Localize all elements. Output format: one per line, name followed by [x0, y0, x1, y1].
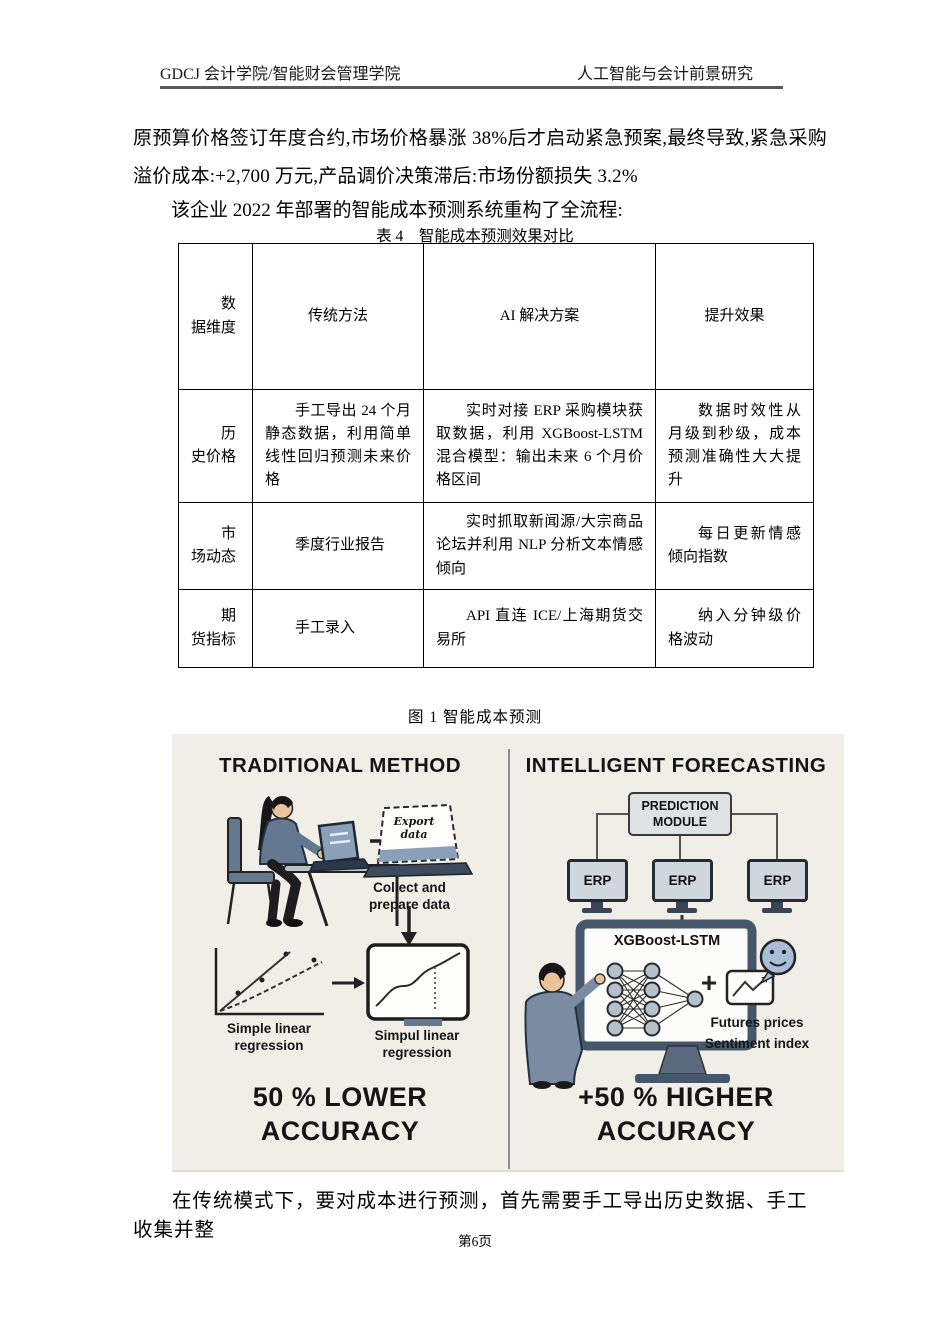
export-laptop-icon [362, 803, 474, 878]
regression-chart-icon [214, 948, 324, 1016]
prediction-module-box: PREDICTION MODULE [628, 792, 732, 836]
left-result-line2: ACCURACY [260, 1116, 420, 1146]
laptop-icon [308, 820, 372, 872]
cell-traditional: 季度行业报告 [252, 502, 424, 590]
cell-effect: 每日更新情感倾向指数 [655, 502, 814, 590]
export-data-screen-label: Export data [393, 815, 435, 841]
neural-network-icon [606, 962, 704, 1037]
futures-prices-label: Futures prices [710, 1015, 804, 1030]
header-doc-title: 人工智能与会计前景研究 [577, 66, 754, 83]
table-caption: 表 4 智能成本预测效果对比 [376, 228, 574, 245]
paragraph-traditional-mode: 在传统模式下，要对成本进行预测，首先需要手工导出历史数据、手工收集并整 [133, 1191, 808, 1241]
paragraph-system-intro: 该企业 2022 年部署的智能成本预测系统重构了全流程: [171, 200, 623, 221]
col-header-traditional: 传统方法 [252, 243, 424, 390]
cell-dimension: 期货指标 [178, 589, 253, 668]
page-number: 第6页 [458, 1234, 492, 1249]
table-row: 历史价格 手工导出 24 个月静态数据，利用简单线性回归预测未来价格 实时对接 … [178, 389, 814, 503]
cell-ai: 实时抓取新闻源/大宗商品论坛并利用 NLP 分析文本情感倾向 [423, 502, 656, 590]
paragraph-cost-overrun: 原预算价格签订年度合约,市场价格暴涨 38%后才启动紧急预案,最终导致,紧急采购… [133, 128, 827, 187]
down-arrow-icon [401, 906, 417, 946]
cell-dimension: 历史价格 [178, 389, 253, 503]
table-header-row: 数据维度 传统方法 AI 解决方案 提升效果 [178, 243, 814, 390]
figure-caption: 图 1 智能成本预测 [407, 709, 542, 726]
left-result-line1: 50 % LOWER [252, 1082, 428, 1112]
col-header-ai: AI 解决方案 [423, 243, 656, 390]
table-row: 市场动态 季度行业报告 实时抓取新闻源/大宗商品论坛并利用 NLP 分析文本情感… [178, 502, 814, 590]
table-row: 期货指标 手工录入 API 直连 ICE/上海期货交易所 纳入分钟级价格波动 [178, 589, 814, 668]
woman-at-laptop-icon [258, 795, 328, 927]
monitor-regression-label: Simpul linear regression [374, 1028, 460, 1060]
comparison-table: 数据维度 传统方法 AI 解决方案 提升效果 历史价格 手工导出 24 个月静态… [178, 243, 814, 668]
right-result-line1: +50 % HIGHER [578, 1082, 774, 1112]
cell-traditional: 手工录入 [252, 589, 424, 668]
erp-monitor: ERP [652, 859, 713, 902]
collect-data-label: Collect and prepare data [368, 880, 451, 912]
col-header-dimension: 数据维度 [178, 243, 253, 390]
right-panel-title: INTELLIGENT FORECASTING [525, 754, 827, 777]
sentiment-index-label: Sentiment index [704, 1036, 810, 1051]
right-result-line2: ACCURACY [596, 1116, 756, 1146]
intelligent-forecasting-illustration [524, 813, 797, 1089]
traditional-method-illustration [214, 795, 474, 1026]
model-name-label: XGBoost-LSTM [613, 933, 721, 949]
erp-monitor-stands [582, 900, 792, 913]
simple-regression-label: Simple linear regression [226, 1021, 312, 1053]
col-header-effect: 提升效果 [655, 243, 814, 390]
right-arrow-icon [332, 977, 365, 989]
erp-monitor: ERP [567, 859, 628, 902]
cell-ai: 实时对接 ERP 采购模块获取数据，利用 XGBoost-LSTM 混合模型：输… [423, 389, 656, 503]
erp-monitor: ERP [747, 859, 808, 902]
left-panel-title: TRADITIONAL METHOD [218, 754, 462, 777]
smiley-sentiment-icon [758, 938, 797, 986]
cell-effect: 纳入分钟级价格波动 [655, 589, 814, 668]
cell-dimension: 市场动态 [178, 502, 253, 590]
figure-illustration: TRADITIONAL METHOD INTELLIGENT FORECASTI… [172, 734, 844, 1172]
cell-traditional: 手工导出 24 个月静态数据，利用简单线性回归预测未来价格 [252, 389, 424, 503]
cell-ai: API 直连 ICE/上海期货交易所 [423, 589, 656, 668]
monitor-chart-icon [366, 943, 470, 1026]
header-school-name: GDCJ 会计学院/智能财会管理学院 [160, 66, 401, 83]
plus-sign: + [700, 967, 718, 998]
person-pointing-icon [524, 962, 606, 1089]
header-rule [160, 86, 783, 89]
panel-divider [508, 749, 510, 1169]
cell-effect: 数据时效性从月级到秒级，成本预测准确性大大提升 [655, 389, 814, 503]
